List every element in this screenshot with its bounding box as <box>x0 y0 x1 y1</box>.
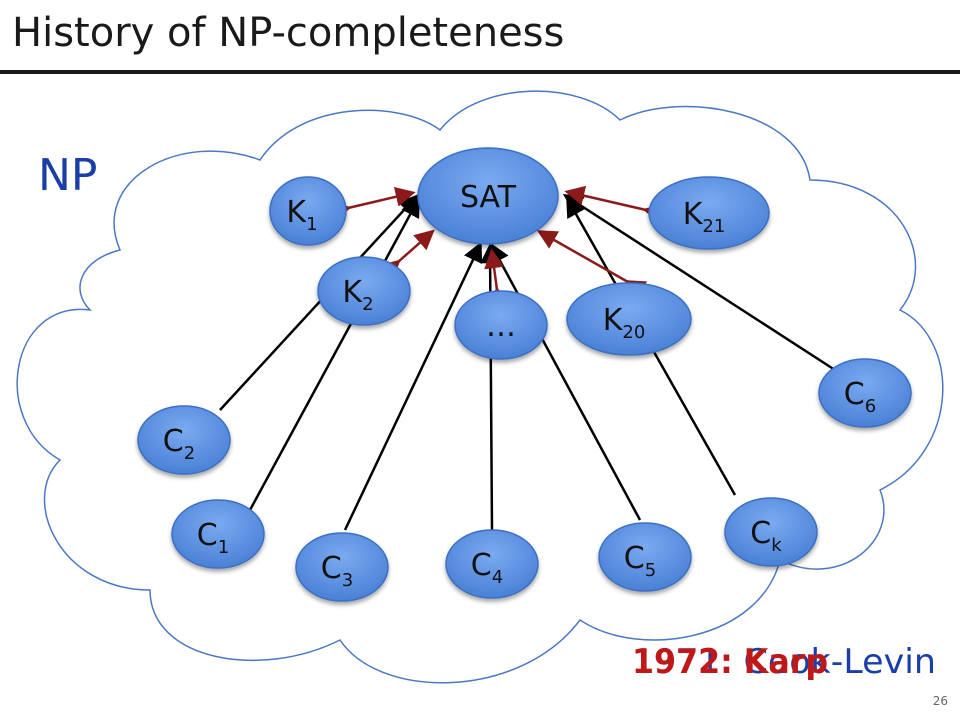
node-ck-sub: k <box>771 535 782 556</box>
edge-c5-sat <box>490 242 642 521</box>
svg-text:C2: C2 <box>163 424 195 464</box>
node-c4-sub: 4 <box>492 567 503 588</box>
node-c2-sub: 2 <box>184 443 195 464</box>
node-k1-sub: 1 <box>306 214 317 235</box>
node-dots-label: … <box>486 309 516 344</box>
edge-c3-sat <box>343 241 483 531</box>
node-ck-label: C <box>750 516 771 551</box>
node-k21-sub: 21 <box>702 216 725 237</box>
node-c5-label: C <box>624 541 645 576</box>
svg-text:C3: C3 <box>321 551 353 591</box>
node-c2: C2 <box>137 405 231 475</box>
node-c3-label: C <box>321 551 342 586</box>
node-sat-label: SAT <box>460 180 517 215</box>
node-sat: SAT <box>417 147 559 245</box>
arrow-k2-sat <box>379 229 435 281</box>
karp-arrows <box>329 185 665 308</box>
arrow-dots-sat <box>484 248 510 308</box>
node-c4-label: C <box>471 548 492 583</box>
node-k21: K21 <box>648 176 770 250</box>
node-k2: K2 <box>317 256 411 326</box>
node-c4: C4 <box>445 529 539 599</box>
caption-cook-levin: 1971: Cook-Levin <box>632 642 936 682</box>
node-c1-sub: 1 <box>218 537 229 558</box>
np-region-label: NP <box>38 150 97 201</box>
page-title: History of NP-completeness <box>12 10 565 56</box>
node-c5-sub: 5 <box>645 560 656 581</box>
node-c6-label: C <box>844 377 865 412</box>
svg-text:C5: C5 <box>624 541 656 581</box>
node-ck: Ck <box>724 497 818 567</box>
svg-text:K1: K1 <box>286 195 317 235</box>
node-k2-sub: 2 <box>362 294 373 315</box>
node-k2-label: K <box>342 275 363 310</box>
node-k1-label: K <box>286 195 307 230</box>
arrow-k21-sat <box>564 185 665 224</box>
title-underline <box>0 70 960 74</box>
node-c5: C5 <box>598 522 692 592</box>
node-k1: K1 <box>269 176 347 246</box>
node-c1: C1 <box>171 499 265 569</box>
svg-text:C1: C1 <box>197 518 229 558</box>
svg-text:K21: K21 <box>683 197 726 237</box>
svg-text:Ck: Ck <box>750 516 782 556</box>
svg-text:K2: K2 <box>342 275 373 315</box>
node-c3-sub: 3 <box>342 570 353 591</box>
arrow-k20-sat <box>536 230 648 299</box>
node-k20: K20 <box>566 282 692 356</box>
svg-text:C6: C6 <box>844 377 876 417</box>
caption-karp: 1972: Karp <box>632 642 828 682</box>
node-c6: C6 <box>818 358 912 428</box>
svg-text:K20: K20 <box>603 303 646 343</box>
node-dots: … <box>454 290 548 360</box>
node-c3: C3 <box>295 532 389 602</box>
node-c6-sub: 6 <box>865 396 876 417</box>
node-k20-sub: 20 <box>622 322 645 343</box>
svg-text:C4: C4 <box>471 548 503 588</box>
svg-text:…: … <box>486 309 516 344</box>
node-k21-label: K <box>683 197 704 232</box>
edge-c6-sat <box>562 193 836 372</box>
svg-text:SAT: SAT <box>460 180 517 215</box>
slide-number: 26 <box>932 694 948 708</box>
node-k20-label: K <box>603 303 624 338</box>
arrow-k1-sat <box>329 186 416 222</box>
node-c1-label: C <box>197 518 218 553</box>
node-c2-label: C <box>163 424 184 459</box>
